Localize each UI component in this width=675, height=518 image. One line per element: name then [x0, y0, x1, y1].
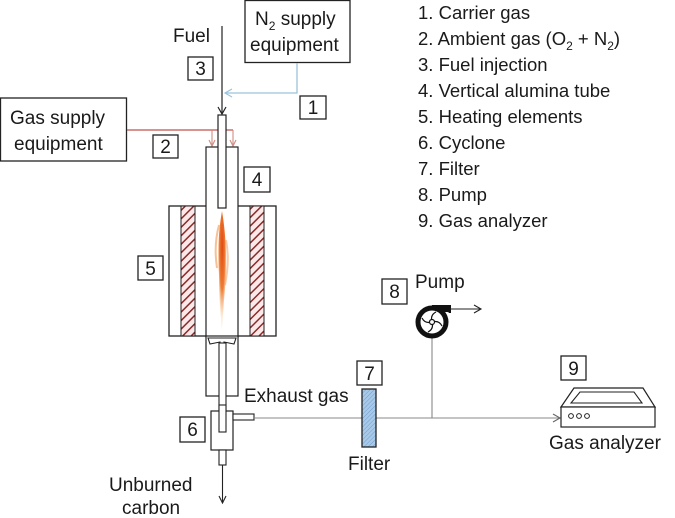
legend-item-8: 8. Pump: [418, 184, 487, 205]
analyzer-button: [584, 413, 590, 419]
flame: [214, 211, 229, 330]
svg-text:9: 9: [568, 359, 579, 380]
svg-text:8: 8: [389, 282, 400, 303]
svg-text:5: 5: [145, 259, 156, 280]
svg-text:4: 4: [252, 170, 263, 191]
svg-text:equipment: equipment: [14, 134, 103, 155]
marker-8: 8: [381, 278, 408, 305]
fuel-line: Fuel: [173, 26, 227, 116]
legend: 1. Carrier gas 2. Ambient gas (O2 + N2) …: [418, 2, 620, 231]
carrier-gas-arrowhead: [223, 88, 233, 98]
n2-supply-equipment: N2 supply equipment: [244, 0, 351, 64]
pump-label: Pump: [415, 272, 465, 293]
legend-item-9: 9. Gas analyzer: [418, 210, 548, 231]
unburned-carbon-label: Unburned: [109, 475, 192, 496]
fuel-arrowhead: [217, 106, 227, 116]
exhaust-line: [254, 338, 562, 423]
pump-exhaust-arrowhead: [473, 304, 483, 314]
marker-5: 5: [137, 255, 164, 281]
fuel-injector: [217, 114, 227, 209]
legend-item-4: 4. Vertical alumina tube: [418, 80, 610, 101]
collection-probe: [207, 337, 237, 434]
svg-text:Gas supply: Gas supply: [10, 108, 106, 129]
analyzer-arrowhead: [552, 413, 562, 423]
unburned-carbon-label-line2: carbon: [122, 498, 180, 518]
pump: [415, 304, 483, 339]
marker-1: 1: [299, 95, 327, 120]
ambient-gas-line: [127, 129, 237, 148]
carrier-gas-line: [223, 63, 298, 98]
cyclone-outlet-pipe: [232, 413, 255, 421]
marker-9: 9: [560, 355, 587, 381]
legend-item-5: 5. Heating elements: [418, 106, 583, 127]
svg-text:7: 7: [364, 364, 375, 385]
marker-4: 4: [243, 166, 271, 193]
filter-label: Filter: [348, 454, 391, 475]
marker-2: 2: [152, 134, 179, 159]
legend-item-3: 3. Fuel injection: [418, 54, 548, 75]
gas-analyzer: [559, 387, 657, 428]
marker-7: 7: [356, 360, 383, 386]
svg-text:N2 supply: N2 supply: [255, 9, 336, 33]
marker-3: 3: [187, 56, 214, 81]
gas-analyzer-label: Gas analyzer: [549, 433, 662, 454]
legend-item-2: 2. Ambient gas (O2 + N2): [418, 28, 620, 53]
legend-item-6: 6. Cyclone: [418, 132, 505, 153]
marker-6: 6: [179, 416, 206, 443]
exhaust-gas-label: Exhaust gas: [244, 386, 349, 407]
heating-element-right: [249, 205, 265, 337]
legend-item-7: 7. Filter: [418, 158, 480, 179]
cyclone: [210, 404, 255, 505]
svg-text:6: 6: [187, 420, 198, 441]
svg-text:equipment: equipment: [250, 35, 339, 56]
pump-impeller-icon: [421, 311, 443, 333]
legend-item-1: 1. Carrier gas: [418, 2, 530, 23]
analyzer-screen: [569, 391, 644, 404]
fuel-label: Fuel: [173, 26, 210, 47]
analyzer-button: [576, 413, 582, 419]
gas-supply-equipment: Gas supply equipment: [0, 97, 128, 162]
analyzer-button: [568, 413, 574, 419]
cyclone-bottom-pipe: [218, 449, 227, 466]
filter: [361, 388, 377, 448]
svg-text:1: 1: [308, 98, 319, 119]
svg-text:3: 3: [195, 59, 206, 80]
svg-text:2: 2: [160, 137, 171, 158]
heating-element-left: [180, 205, 196, 337]
unburned-carbon-arrowhead: [218, 495, 227, 505]
